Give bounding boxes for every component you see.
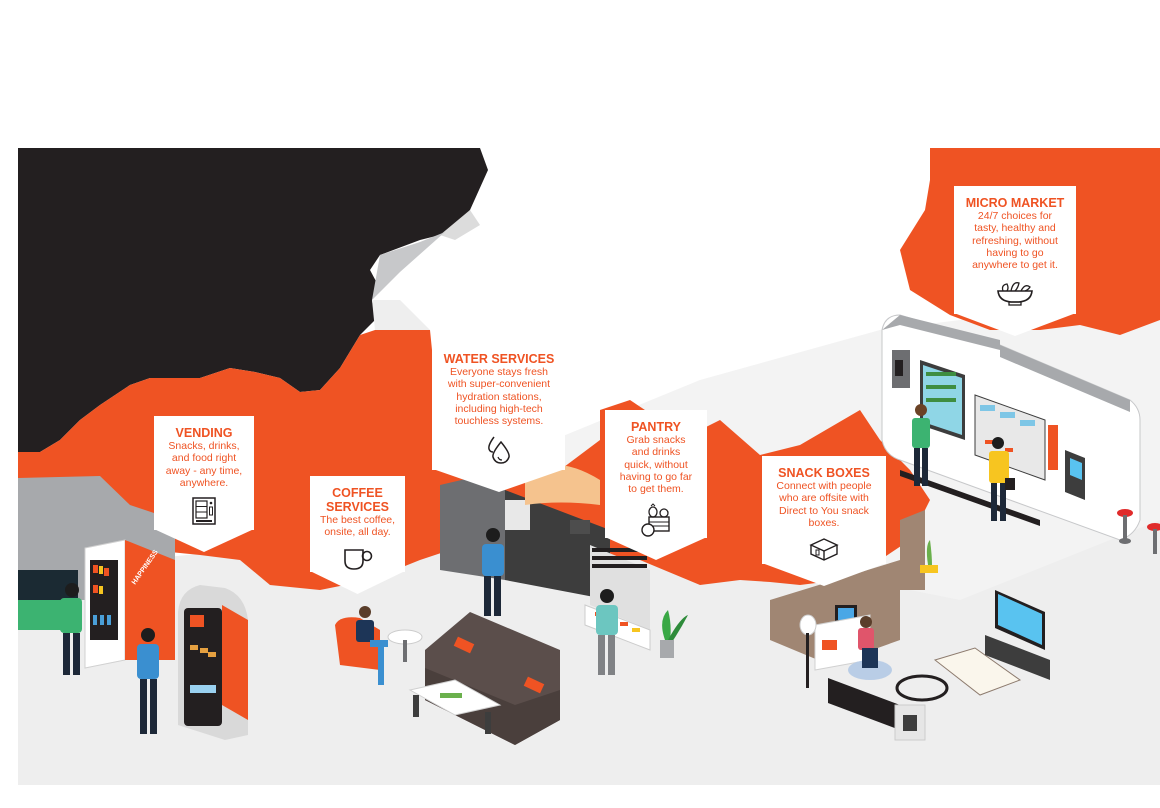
micro-market (881, 314, 1141, 541)
callout-micro-market-description: 24/7 choices for tasty, healthy and refr… (972, 210, 1058, 272)
salad-bowl-icon (997, 282, 1033, 307)
dark-panel-gray-edge (440, 210, 480, 240)
vending-machine-classic: HAPPINESS (84, 539, 175, 669)
callout-pointer (154, 529, 254, 552)
vending-machine-smart (178, 585, 248, 740)
armchair (335, 606, 388, 685)
vending-machine-icon (192, 497, 216, 525)
callout-water-services: WATER SERVICES Everyone stays fresh with… (433, 342, 565, 492)
person-pantry (596, 589, 618, 675)
side-table (387, 629, 423, 662)
callout-water-description: Everyone stays fresh with super-convenie… (447, 366, 551, 428)
callout-pantry: PANTRY Grab snacks and drinks quick, wit… (605, 410, 707, 560)
callout-vending-description: Snacks, drinks, and food right away - an… (165, 440, 243, 489)
callout-pointer (433, 469, 565, 492)
callout-pointer (605, 537, 707, 560)
callout-coffee-services: COFFEE SERVICES The best coffee, onsite,… (310, 476, 405, 594)
callout-coffee-description: The best coffee, onsite, all day. (319, 514, 396, 539)
callout-vending: VENDING Snacks, drinks, and food right a… (154, 416, 254, 552)
callout-pointer (954, 313, 1076, 336)
callout-vending-title: VENDING (175, 426, 233, 440)
callout-snack-boxes: SNACK BOXES Connect with people who are … (762, 456, 886, 586)
plant-pantry (660, 610, 688, 658)
gray-wedge (372, 232, 445, 300)
person-blue-shirt (137, 628, 159, 734)
person-green-shirt (18, 583, 82, 675)
callout-pantry-title: PANTRY (631, 420, 681, 434)
callout-snack-boxes-description: Connect with people who are offsite with… (776, 480, 872, 529)
person-micro-market-yellow (989, 437, 1015, 521)
callout-pointer (762, 563, 886, 586)
callout-snack-boxes-title: SNACK BOXES (778, 466, 870, 480)
dark-panel (18, 148, 488, 452)
coffee-cup-icon (343, 548, 372, 570)
coffee-table (408, 679, 502, 734)
light-wedge (372, 300, 430, 330)
callout-coffee-title: COFFEE SERVICES (326, 486, 389, 514)
callout-micro-market: MICRO MARKET 24/7 choices for tasty, hea… (954, 186, 1076, 336)
tv-stand (985, 590, 1050, 680)
person-kitchen (482, 528, 504, 616)
box-icon (809, 538, 839, 561)
person-micro-market-green (912, 404, 930, 486)
home-office (770, 510, 1022, 741)
bar-stools (1117, 509, 1160, 554)
water-drops-icon (488, 437, 510, 465)
callout-water-title: WATER SERVICES (443, 352, 555, 366)
callout-micro-market-title: MICRO MARKET (965, 196, 1065, 210)
callout-pantry-description: Grab snacks and drinks quick, without ha… (619, 434, 693, 496)
callout-pointer (310, 571, 405, 594)
fruit-basket-icon (641, 503, 670, 538)
